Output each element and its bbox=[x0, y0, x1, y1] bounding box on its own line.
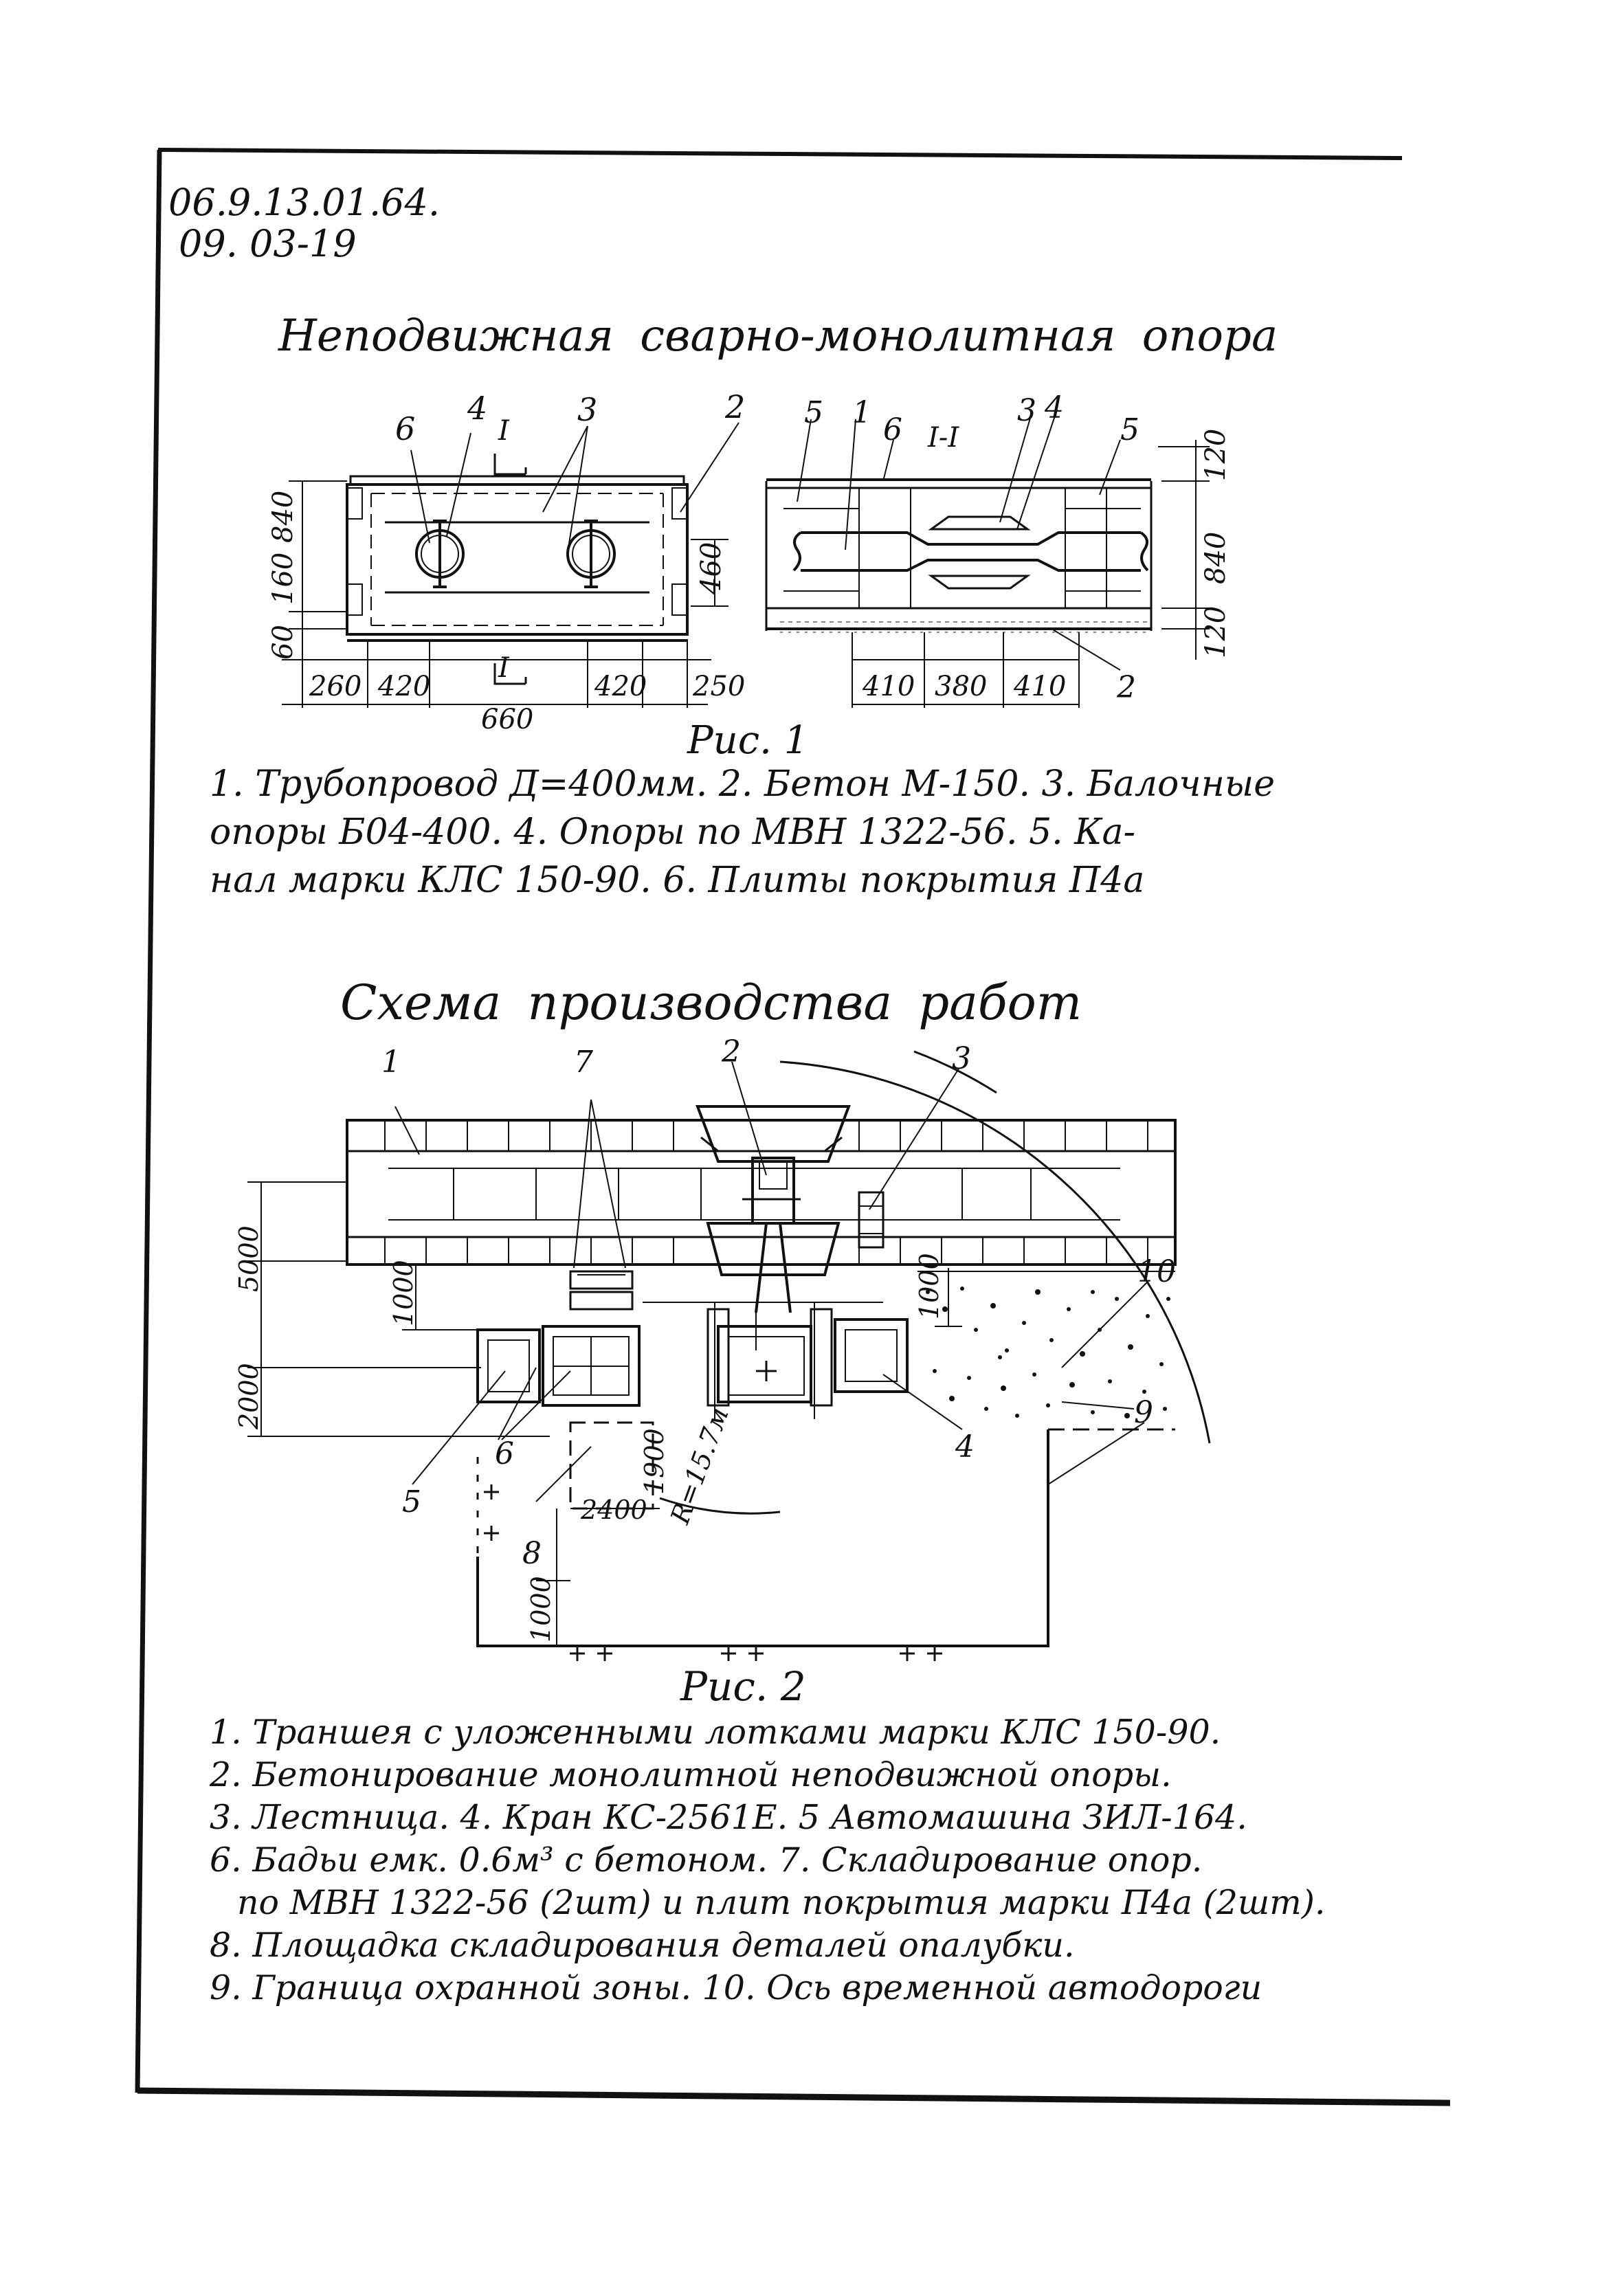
fig1-section-callout-5a: 5 bbox=[804, 395, 823, 430]
fig1-plan-dim-420b: 420 bbox=[594, 671, 647, 702]
fig1-plan-dim-260: 260 bbox=[309, 671, 361, 702]
document-code: 06.9.13.01.64. 09. 03-19 bbox=[168, 182, 440, 265]
fig2-legend-line-1: 1. Траншея с уложенными лотками марки КЛ… bbox=[210, 1713, 1221, 1752]
fig2-legend-line-6: 8. Площадка складирования деталей опалуб… bbox=[210, 1926, 1075, 1965]
fig1-plan-dim-160: 160 bbox=[267, 553, 299, 605]
fig1-legend-line-3: нал марки КЛС 150-90. 6. Плиты покрытия … bbox=[210, 860, 1145, 901]
fig1-title: Неподвижная сварно-монолитная опора bbox=[278, 311, 1278, 361]
fig2-dim-1900: 1900 bbox=[639, 1428, 669, 1495]
fig1-section-callout-4: 4 bbox=[1044, 390, 1064, 425]
fig2-callout-2: 2 bbox=[721, 1034, 741, 1069]
fig2-callout-8: 8 bbox=[522, 1536, 542, 1571]
fig1-plan-dim-60: 60 bbox=[267, 625, 299, 660]
fig2-dim-1000-right: 1000 bbox=[914, 1253, 944, 1319]
fig1-plan-dim-420a: 420 bbox=[377, 671, 430, 702]
fig1-plan-callout-2: 2 bbox=[724, 388, 745, 425]
fig2-callout-6: 6 bbox=[495, 1436, 514, 1471]
fig2-dim-2400: 2400 bbox=[580, 1495, 647, 1525]
fig2-legend-line-5: по МВН 1322-56 (2шт) и плит покрытия мар… bbox=[237, 1883, 1326, 1922]
fig1-plan-dim-840: 840 bbox=[267, 491, 299, 543]
fig2-legend-line-3: 3. Лестница. 4. Кран КС-2561Е. 5 Автомаш… bbox=[210, 1798, 1247, 1837]
fig1-plan-dim-250: 250 bbox=[692, 671, 745, 702]
fig2-callout-3: 3 bbox=[952, 1041, 971, 1076]
fig2-callout-1: 1 bbox=[381, 1045, 401, 1080]
fig2-callout-10: 10 bbox=[1137, 1254, 1176, 1289]
fig2-callout-9: 9 bbox=[1134, 1395, 1153, 1430]
fig1-section-dim-410b: 410 bbox=[1013, 671, 1066, 702]
fig1-plan-callout-4: 4 bbox=[467, 390, 487, 427]
fig1-section-callout-1: 1 bbox=[852, 395, 871, 430]
fig2-callout-7: 7 bbox=[574, 1045, 593, 1080]
fig2-dim-2000: 2000 bbox=[234, 1363, 264, 1430]
fig1-section-label: I-I bbox=[927, 422, 959, 454]
fig2-dim-5000: 5000 bbox=[234, 1225, 264, 1292]
fig1-plan-dim-660: 660 bbox=[481, 704, 533, 735]
fig2-legend-line-7: 9. Граница охранной зоны. 10. Ось времен… bbox=[210, 1968, 1263, 2007]
fig1-legend-line-1: 1. Трубопровод Д=400мм. 2. Бетон М-150. … bbox=[210, 764, 1275, 805]
fig2-callout-4: 4 bbox=[955, 1429, 975, 1464]
fig1-plan-callout-3: 3 bbox=[577, 391, 597, 428]
fig1-plan-cut-mark-bottom: I bbox=[498, 652, 510, 684]
fig1-section-dim-120a: 120 bbox=[1200, 429, 1232, 481]
fig1-section-dim-380: 380 bbox=[935, 671, 987, 702]
fig1-plan-callout-6: 6 bbox=[395, 410, 415, 447]
fig1-section-callout-3: 3 bbox=[1017, 393, 1036, 428]
fig2-title: Схема производства работ bbox=[340, 974, 1082, 1031]
fig1-section-dim-840: 840 bbox=[1200, 532, 1232, 584]
fig2-legend-line-2: 2. Бетонирование монолитной неподвижной … bbox=[210, 1755, 1172, 1794]
fig1-plan-cut-mark: I bbox=[498, 415, 510, 447]
fig1-caption: Рис. 1 bbox=[687, 718, 809, 763]
fig1-legend-line-2: опоры Б04-400. 4. Опоры по МВН 1322-56. … bbox=[210, 812, 1136, 853]
fig1-section-dim-410a: 410 bbox=[862, 671, 915, 702]
fig1-plan-dim-460: 460 bbox=[696, 542, 727, 595]
document-code-line-2: 09. 03-19 bbox=[179, 222, 357, 265]
fig2-caption: Рис. 2 bbox=[680, 1663, 806, 1710]
fig1-section-callout-2: 2 bbox=[1116, 670, 1136, 705]
fig1-section-callout-5b: 5 bbox=[1120, 412, 1139, 447]
fig1-section-callout-6: 6 bbox=[883, 412, 902, 447]
fig2-dim-1000-left: 1000 bbox=[388, 1260, 419, 1326]
fig2-callout-5: 5 bbox=[402, 1484, 421, 1519]
fig2-dim-radius: R=15.7м bbox=[665, 1403, 735, 1528]
fig2-dim-1000-bottom: 1000 bbox=[526, 1576, 556, 1642]
fig1-section-dim-120b: 120 bbox=[1200, 606, 1232, 658]
fig2-legend-line-4: 6. Бадьи емк. 0.6м³ с бетоном. 7. Склади… bbox=[210, 1840, 1203, 1880]
document-code-line-1: 06.9.13.01.64. bbox=[168, 181, 441, 224]
